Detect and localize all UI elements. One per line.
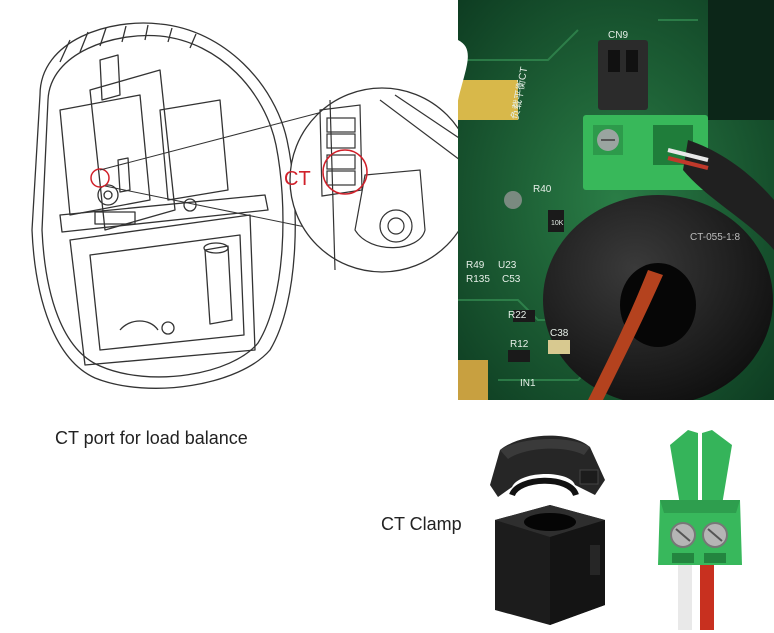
pcb-label-u23: U23 (498, 260, 517, 271)
pcb-label-c53: C53 (502, 274, 521, 285)
ct-clamp-icon (490, 435, 605, 625)
pcb-label-r22: R22 (508, 310, 527, 321)
pcb-label-r40: R40 (533, 184, 552, 195)
pcb-label-r12: R12 (510, 339, 529, 350)
pcb-label-r135: R135 (466, 274, 490, 285)
resistor-code: 10K (551, 220, 564, 227)
pcb-label-cn9: CN9 (608, 30, 628, 41)
terminal-plug-icon (658, 430, 742, 630)
pcb-label-r49: R49 (466, 260, 485, 271)
pcb-label-c38: C38 (550, 328, 569, 339)
ct-part-number: CT-055-1:8 (690, 232, 740, 243)
pcb-photo-icon: CN9 R40 R22 R12 C38 IN1 R49 U23 R135 C53… (458, 0, 774, 400)
ct-clamp-caption: CT Clamp (381, 514, 462, 534)
pcb-label-in1: IN1 (520, 378, 536, 389)
evse-exploded-drawing-icon (31, 22, 460, 389)
ct-callout-label: CT (284, 168, 311, 190)
ct-port-caption: CT port for load balance (55, 428, 248, 448)
